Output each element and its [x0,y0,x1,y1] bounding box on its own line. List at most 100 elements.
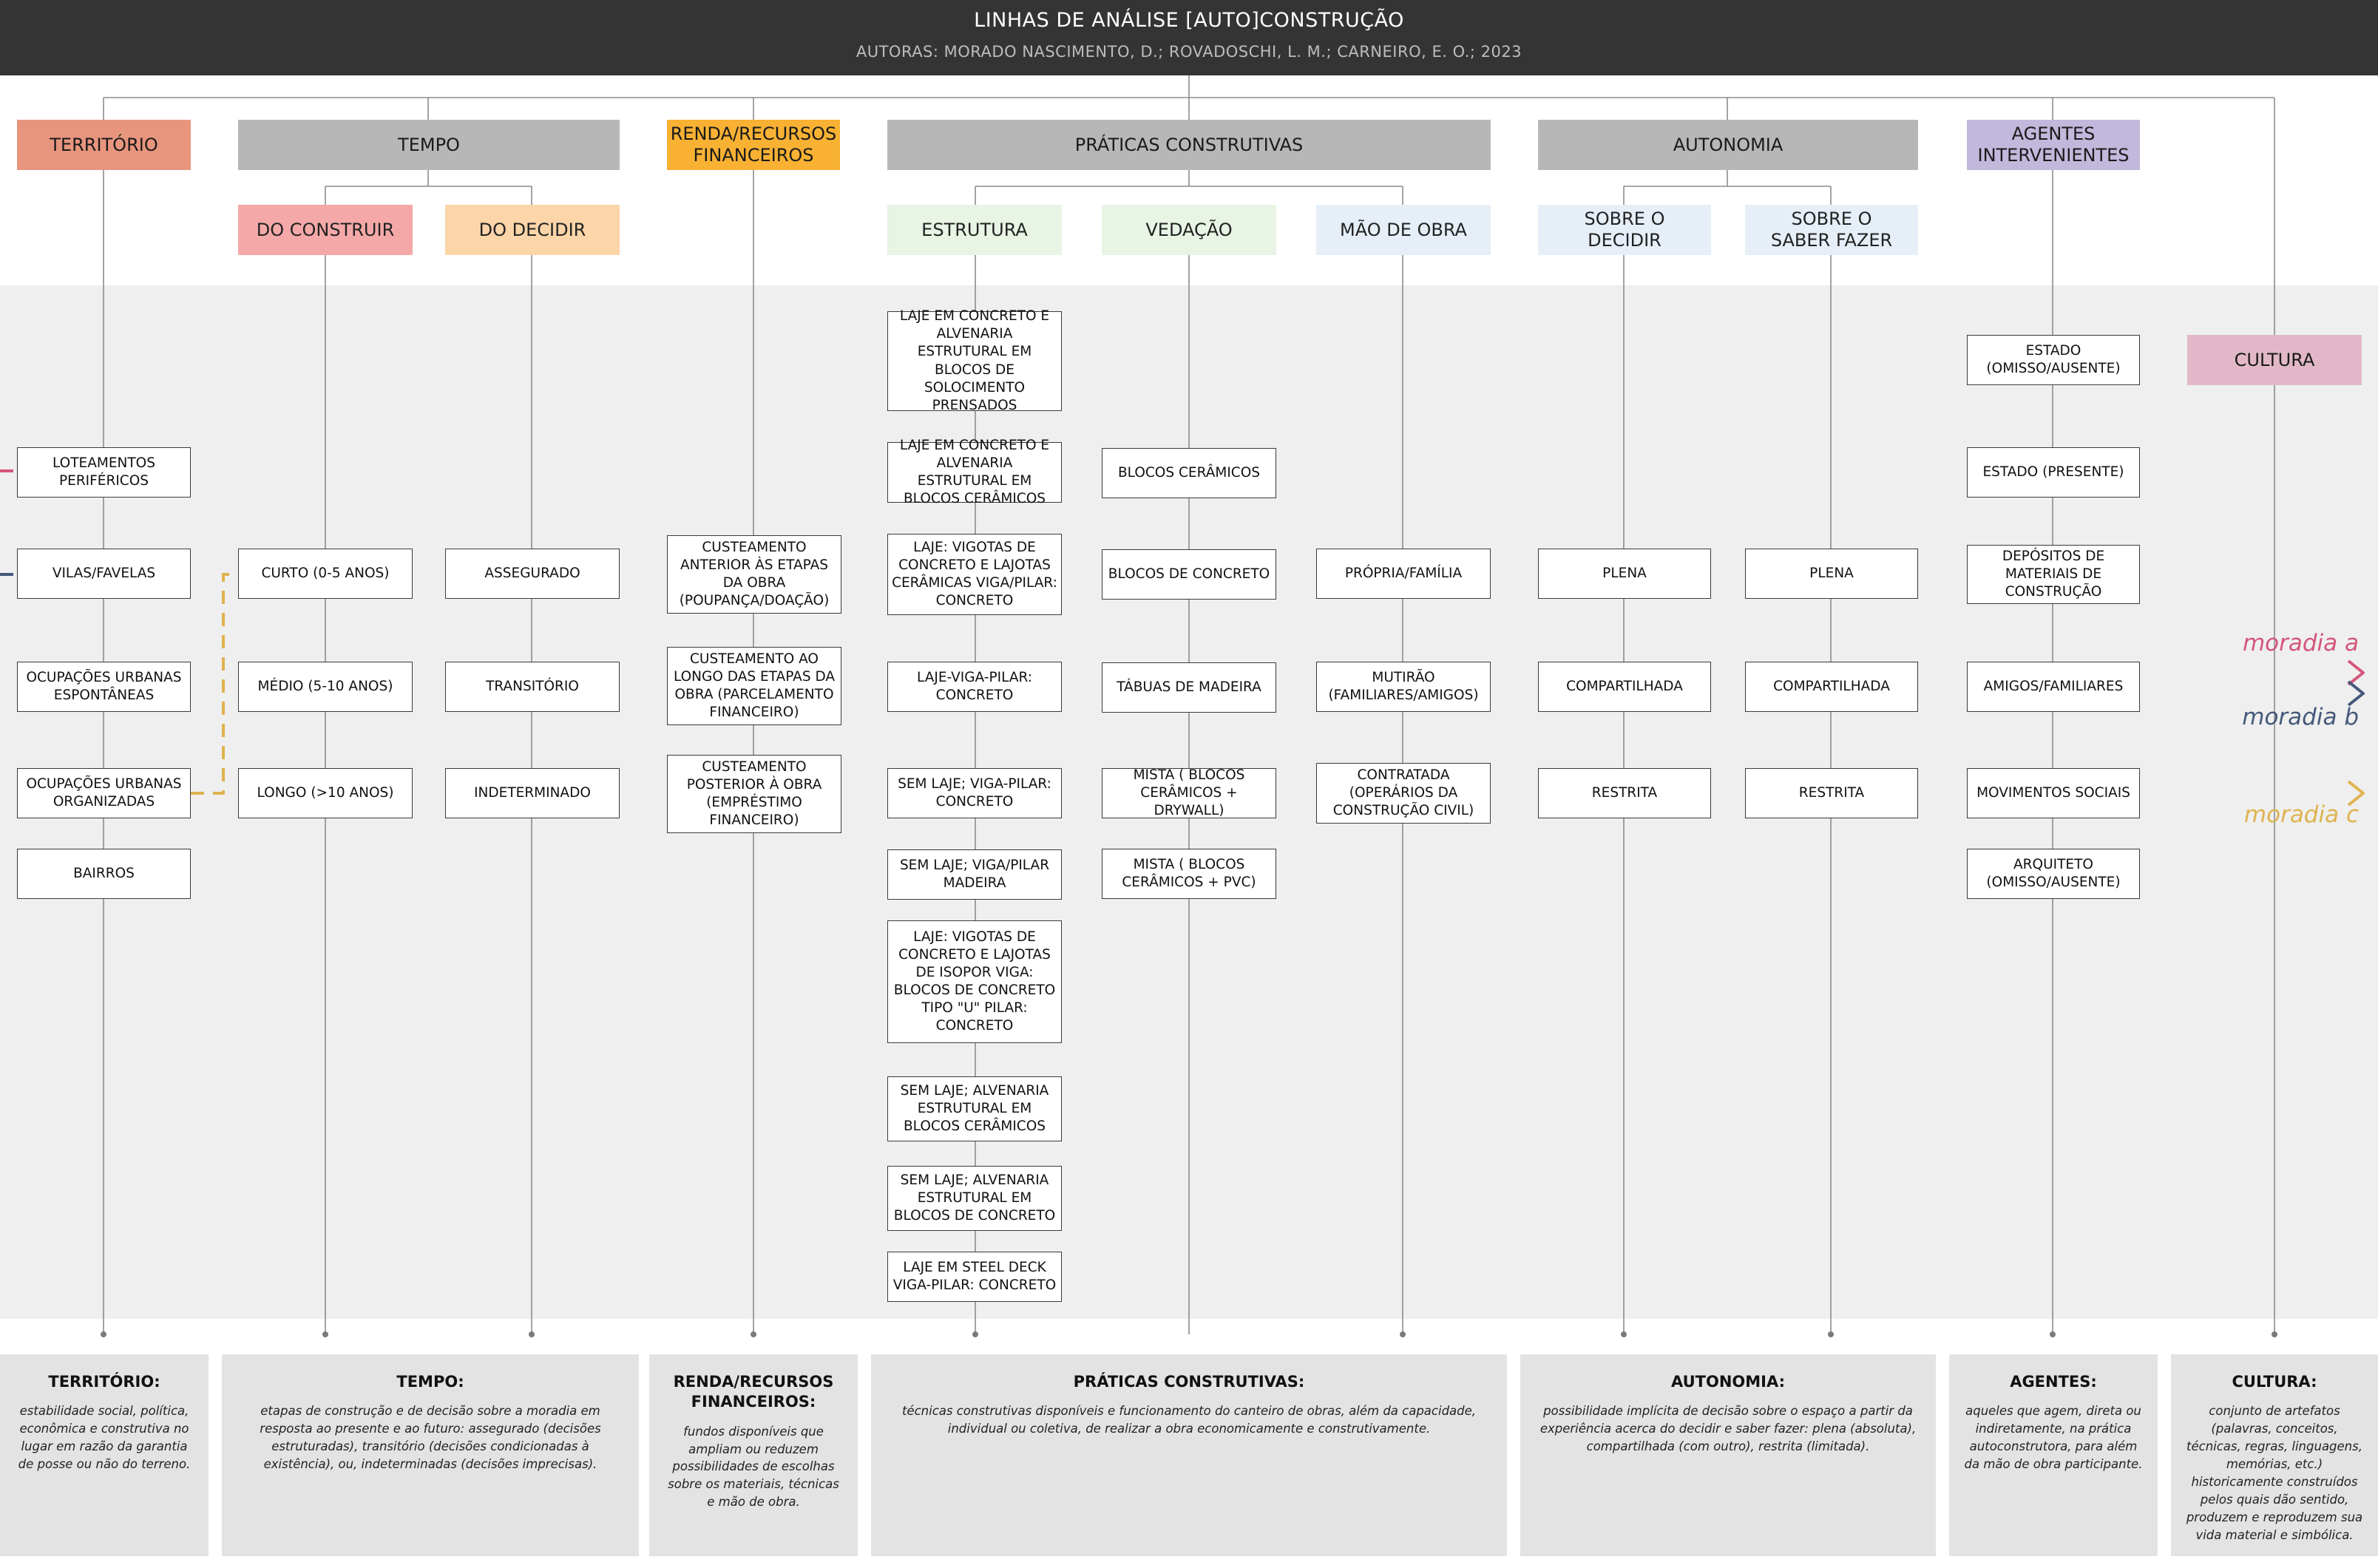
item-decidir-plena: PLENA [1538,549,1711,599]
item-label: MISTA ( BLOCOS CERÂMICOS + DRYWALL) [1133,767,1245,819]
footer-cultura-title: CULTURA: [2232,1373,2317,1391]
footer-cultura: CULTURA: conjunto de artefatos (palavras… [2171,1354,2378,1556]
item-construir-longo: LONGO (>10 ANOS) [238,768,413,818]
item-agente-depositos: DEPÓSITOS DE MATERIAIS DE CONSTRUÇÃO [1967,545,2140,604]
item-renda-ao-longo: CUSTEAMENTO AO LONGO DAS ETAPAS DA OBRA … [667,647,841,725]
item-label: TRANSITÓRIO [486,678,579,694]
legend-moradia-b: moradia b [2242,704,2359,730]
category-territorio: TERRITÓRIO [17,120,191,170]
item-label: PRÓPRIA/FAMÍLIA [1344,565,1463,581]
item-label: PLENA [1809,565,1854,581]
item-label: SEM LAJE; ALVENARIA ESTRUTURAL EM BLOCOS… [893,1172,1056,1224]
item-label: RESTRITA [1591,784,1658,801]
item-label: BAIRROS [73,865,135,881]
item-label: VILAS/FAVELAS [52,565,156,581]
category-cultura: CULTURA [2187,335,2362,385]
subcategory-estrutura: ESTRUTURA [887,205,1062,255]
item-label: LAJE: VIGOTAS DE CONCRETO E LAJOTAS DE I… [893,929,1056,1034]
moradia-c-path [191,573,238,795]
item-label: TÁBUAS DE MADEIRA [1117,679,1261,695]
item-decidir-restrita: RESTRITA [1538,768,1711,818]
item-label: MÉDIO (5-10 ANOS) [257,678,393,694]
footer-autonomia-text: possibilidade implícita de decisão sobre… [1539,1404,1917,1454]
header-bar [0,0,2378,75]
item-mao-propria: PRÓPRIA/FAMÍLIA [1316,549,1491,599]
item-label: CUSTEAMENTO AO LONGO DAS ETAPAS DA OBRA … [673,651,836,721]
item-vedacao-ceramicos: BLOCOS CERÂMICOS [1102,448,1276,498]
subcategory-sobre-saber: SOBRE O SABER FAZER [1745,205,1918,255]
item-estrutura-2: LAJE EM CONCRETO E ALVENARIA ESTRUTURAL … [887,438,1062,506]
item-estrutura-1: LAJE EM CONCRETO E ALVENARIA ESTRUTURAL … [887,308,1062,413]
item-decidir-assegurado: ASSEGURADO [445,549,620,599]
item-territorio-espontaneas: OCUPAÇÕES URBANAS ESPONTÂNEAS [17,662,191,712]
item-label: CONTRATADA (OPERÁRIOS DA CONSTRUÇÃO CIVI… [1332,767,1474,819]
item-label: COMPARTILHADA [1566,678,1683,694]
item-label: LOTEAMENTOS PERIFÉRICOS [52,455,155,489]
item-agente-estado-presente: ESTADO (PRESENTE) [1967,447,2140,498]
item-decidir-transitorio: TRANSITÓRIO [445,662,620,712]
item-label: ESTADO (PRESENTE) [1982,464,2124,480]
category-autonomia-label: AUTONOMIA [1673,134,1784,155]
footer-praticas: PRÁTICAS CONSTRUTIVAS: técnicas construt… [871,1354,1507,1556]
item-label: SEM LAJE; ALVENARIA ESTRUTURAL EM BLOCOS… [900,1082,1049,1135]
category-praticas-label: PRÁTICAS CONSTRUTIVAS [1074,134,1304,155]
footer-cultura-text: conjunto de artefatos (palavras, conceit… [2186,1404,2363,1542]
item-label: LAJE EM CONCRETO E ALVENARIA ESTRUTURAL … [899,308,1050,413]
item-label: RESTRITA [1798,784,1865,801]
item-label: LAJE EM STEEL DECK VIGA-PILAR: CONCRETO [892,1259,1057,1293]
item-agente-amigos: AMIGOS/FAMILIARES [1967,662,2140,712]
subcategory-do-decidir: DO DECIDIR [445,205,620,255]
subcategory-do-construir: DO CONSTRUIR [238,205,413,255]
subcategory-mao-de-obra-label: MÃO DE OBRA [1340,219,1467,240]
item-label: LONGO (>10 ANOS) [257,784,394,801]
subcategory-vedacao: VEDAÇÃO [1102,205,1276,255]
footer-territorio-text: estabilidade social, política, econômica… [18,1404,191,1472]
category-tempo-label: TEMPO [398,134,460,155]
item-label: AMIGOS/FAMILIARES [1983,678,2124,694]
item-label: LAJE EM CONCRETO E ALVENARIA ESTRUTURAL … [899,437,1050,507]
item-agente-movimentos: MOVIMENTOS SOCIAIS [1967,768,2140,818]
item-label: OCUPAÇÕES URBANAS ORGANIZADAS [26,775,182,810]
item-label: DEPÓSITOS DE MATERIAIS DE CONSTRUÇÃO [2002,548,2105,600]
item-decidir-indeterminado: INDETERMINADO [445,768,620,818]
item-label: BLOCOS CERÂMICOS [1117,464,1260,481]
item-label: OCUPAÇÕES URBANAS ESPONTÂNEAS [26,669,182,703]
category-agentes-label: AGENTES INTERVENIENTES [1977,123,2130,166]
footer-agentes-text: aqueles que agem, direta ou indiretament… [1964,1404,2143,1472]
item-decidir-compartilhada: COMPARTILHADA [1538,662,1711,712]
page-title: LINHAS DE ANÁLISE [AUTO]CONSTRUÇÃO [974,9,1404,32]
footer-territorio-title: TERRITÓRIO: [48,1373,160,1391]
category-renda: RENDA/RECURSOS FINANCEIROS [667,120,840,170]
item-label: MOVIMENTOS SOCIAIS [1976,784,2130,801]
subcategory-sobre-decidir-label: SOBRE O DECIDIR [1584,208,1665,251]
footer-tempo: TEMPO: etapas de construção e de decisão… [222,1354,639,1556]
subcategory-vedacao-label: VEDAÇÃO [1145,219,1233,240]
item-territorio-bairros: BAIRROS [17,849,191,899]
item-territorio-loteamentos: LOTEAMENTOS PERIFÉRICOS [17,447,191,498]
category-agentes: AGENTES INTERVENIENTES [1967,120,2140,170]
item-saber-compartilhada: COMPARTILHADA [1745,662,1918,712]
item-estrutura-3: LAJE: VIGOTAS DE CONCRETO E LAJOTAS CERÂ… [887,534,1062,615]
item-saber-restrita: RESTRITA [1745,768,1918,818]
item-label: SEM LAJE; VIGA-PILAR: CONCRETO [898,775,1051,810]
item-label: SEM LAJE; VIGA/PILAR MADEIRA [899,857,1050,891]
item-vedacao-drywall: MISTA ( BLOCOS CERÂMICOS + DRYWALL) [1102,767,1276,819]
item-territorio-vilas: VILAS/FAVELAS [17,549,191,599]
legend-moradia-c: moradia c [2243,801,2359,828]
footer-renda-title: RENDA/RECURSOS FINANCEIROS: [673,1373,834,1411]
footer-praticas-text: técnicas construtivas disponíveis e func… [901,1404,1477,1436]
item-label: CUSTEAMENTO ANTERIOR ÀS ETAPAS DA OBRA (… [679,539,830,609]
item-territorio-organizadas: OCUPAÇÕES URBANAS ORGANIZADAS [17,768,191,818]
item-label: PLENA [1602,565,1647,581]
item-label: MISTA ( BLOCOS CERÂMICOS + PVC) [1122,856,1256,890]
subcategory-do-decidir-label: DO DECIDIR [478,219,586,240]
item-label: ESTADO (OMISSO/AUSENTE) [1986,342,2121,376]
category-tempo: TEMPO [238,120,620,170]
subcategory-do-construir-label: DO CONSTRUIR [256,219,395,240]
item-vedacao-pvc: MISTA ( BLOCOS CERÂMICOS + PVC) [1102,849,1276,899]
item-label: MUTIRÃO (FAMILIARES/AMIGOS) [1328,669,1479,703]
subcategory-sobre-decidir: SOBRE O DECIDIR [1538,205,1711,255]
item-agente-estado-omisso: ESTADO (OMISSO/AUSENTE) [1967,335,2140,385]
item-mao-mutirao: MUTIRÃO (FAMILIARES/AMIGOS) [1316,662,1491,712]
